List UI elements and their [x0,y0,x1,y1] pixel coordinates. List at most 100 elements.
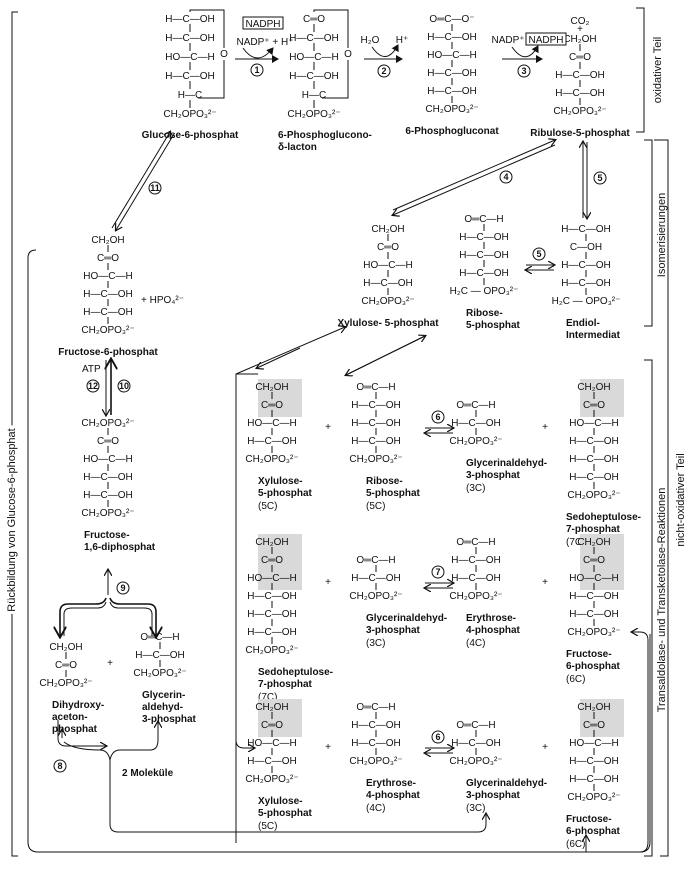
highlight-box [580,379,624,417]
step-number: 3 [521,66,526,76]
left-inner-loop [27,249,651,853]
pyranose-ring [189,9,225,99]
atom-row: HO—C—H [569,738,618,749]
step-number: 5 [597,173,602,183]
h-label: H⁺ [396,35,409,46]
atom-row: HO—C—H [569,418,618,429]
atom-row: O═C—H [356,382,395,393]
atom-row: H—C—OH [451,555,500,566]
atom-row: H—C—OH [83,289,132,300]
atom-row: CH₂OH [563,34,596,45]
molecule-name: δ-lacton [278,142,317,153]
carbon-count: (4C) [366,803,385,814]
hpo4-label: + HPO₄²⁻ [141,295,184,306]
molecule-name: 5-phosphat [466,320,521,331]
atom-row: H—C—OH [289,33,338,44]
molecule-name: Endiol- [566,318,600,329]
step-number: 10 [119,381,129,391]
step-number: 4 [503,172,508,182]
carbon-count: (3C) [466,803,485,814]
molecule-glucose-6-phosphat: H—C—OHH—C—OHHO—C—HH—C—OHH—CCH₂OPO₃²⁻OGlu… [142,9,239,141]
highlight-box [258,534,302,590]
nadph-label: NADPH [245,19,280,30]
step-circle [431,410,445,424]
atom-row: O═C—H [356,555,395,566]
step-number: 12 [88,381,98,391]
carbon-count: (3C) [466,483,485,494]
atom-row: CH₂OPO₃²⁻ [425,104,478,115]
atom-row: CH₂OPO₃²⁻ [349,454,402,465]
reaction-5-equilibrium: 5 [526,247,554,270]
atom-row: CH₂OPO₃²⁻ [449,591,502,602]
atom-row: CH₂OPO₃²⁻ [245,454,298,465]
atom-row: H—C—OH [569,756,618,767]
reaction-row-6a: CH₂OHC═OHO—C—HH—C—OHCH₂OPO₃²⁻Xylulose-5-… [245,379,641,548]
atom-row: CH₂OPO₃²⁻ [81,508,134,519]
step-number: 8 [57,761,62,771]
atom-row: CH₂OPO₃²⁻ [287,109,340,120]
reaction-10-12-arrows: ATP 12 10 [82,360,131,415]
atom-row: C—OH [570,242,602,253]
carbon-count: (6C) [566,839,585,850]
atom-row: CH₂OPO₃²⁻ [449,756,502,767]
molecule-name: 6-Phosphoglucono- [278,130,372,141]
atom-row: H—C—OH [451,573,500,584]
atom-row: H—C—OH [459,232,508,243]
molecule-name: Xylulose- 5-phosphat [337,318,439,329]
atom-row: H—C—OH [569,774,618,785]
atom-row: H—C—OH [459,268,508,279]
atom-row: C═O [583,720,605,731]
atom-row: CH₂OPO₃²⁻ [567,792,620,803]
reaction-11-arrow: 11 [111,132,175,230]
atom-row: H—C—OH [569,436,618,447]
atom-row: CH₂OH [255,537,288,548]
bracket-transaldolase [644,359,653,857]
atom-row: O═C—O⁻ [429,14,474,25]
step-number: 6 [435,412,440,422]
atom-row: H—C—OH [247,609,296,620]
atom-row: CH₂OH [91,235,124,246]
atom-row: CH₂OH [577,537,610,548]
ring-oxygen: O [344,49,352,60]
molecule-name: Fructose-6-phosphat [58,347,158,358]
atom-row: H—C—OH [351,573,400,584]
atom-row: HO—C—H [83,454,132,465]
atom-row: H—C—OH [569,472,618,483]
atom-row: CH₂OPO₃²⁻ [349,591,402,602]
step-circle [431,565,445,579]
bracket-isomerization [644,139,653,327]
molecule-name: 7-phosphat [566,524,621,535]
molecule-name: 6-phosphat [566,661,621,672]
molecule-fructose-6-phosphat: CH₂OHC═OHO—C—HH—C—OHH—C—OHCH₂OPO₃²⁻Fruct… [58,235,158,358]
step-number: 11 [150,183,160,193]
atom-row: C═O [261,720,283,731]
carbon-count: (5C) [366,501,385,512]
reaction-9-aldolase: 9 [60,570,156,636]
atom-row: CH₂OPO₃²⁻ [133,668,186,679]
atom-row: HO—C—H [247,418,296,429]
label-isomerization: Isomerisierungen [656,193,668,277]
atom-row: H—C—OH [351,720,400,731]
atom-row: C═O [583,555,605,566]
co2-label: CO₂ [571,16,590,27]
molecule-name: Fructose- [566,814,612,825]
atom-row: HO—C—H [83,271,132,282]
molecule-fructose-1-6-diphosphat: CH₂OPO₃²⁻C═OHO—C—HH—C—OHH—C—OHCH₂OPO₃²⁻F… [81,418,155,553]
atom-row: O═C—H [456,537,495,548]
atom-row: H—C [178,90,202,101]
molecule-name: 6-phosphat [566,826,621,837]
plus-sign: + [325,422,331,433]
atom-row: H—C—OH [427,86,476,97]
atom-row: O═C—H [464,214,503,225]
atom-row: H—C—OH [569,609,618,620]
molecule-name: Fructose- [566,649,612,660]
pyranose-ring [313,9,349,99]
atom-row: H—C—OH [247,436,296,447]
atom-row: H—C—OH [561,278,610,289]
atom-row: C═O [261,555,283,566]
atom-row: CH₂OH [255,382,288,393]
atom-row: H—C—OH [561,260,610,271]
carbon-count: (3C) [366,638,385,649]
carbon-count: (5C) [258,501,277,512]
